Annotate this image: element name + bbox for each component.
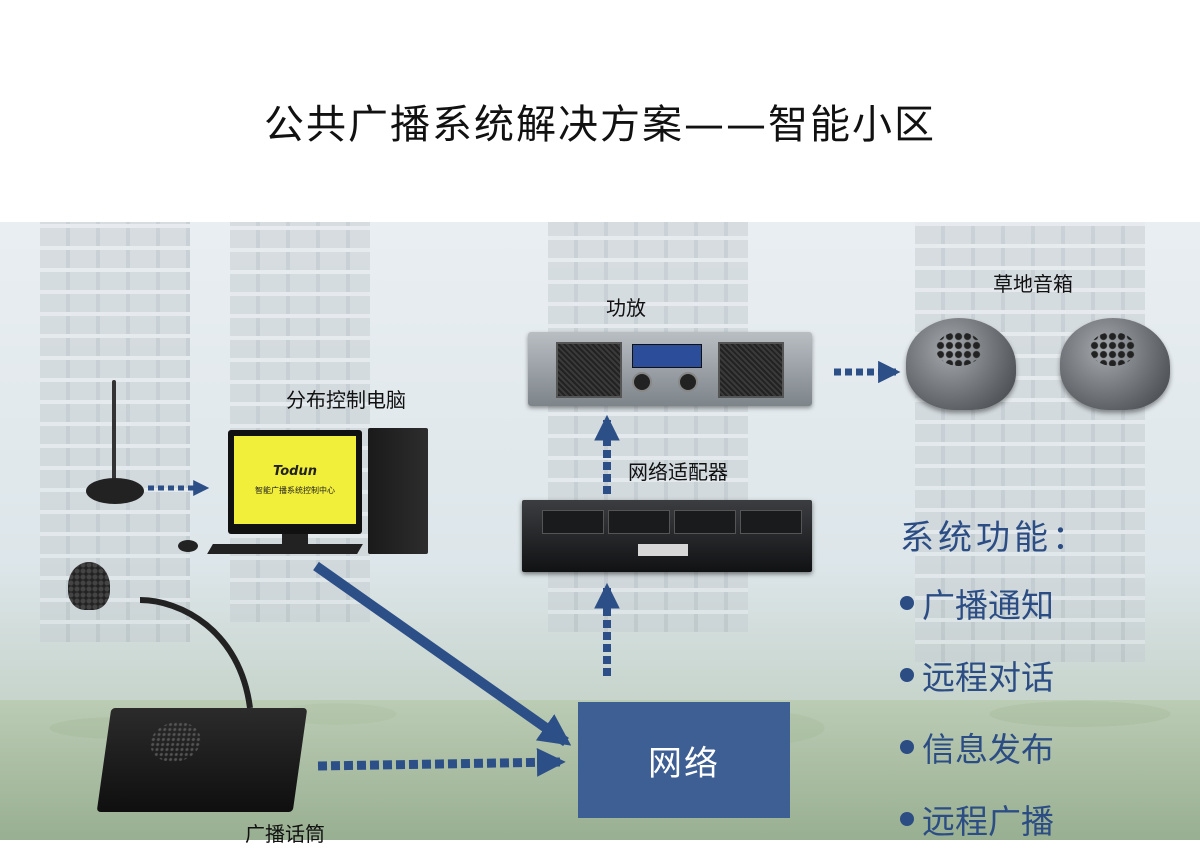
feature-item: 广播通知 (900, 567, 1090, 639)
screen-brand: Todun (273, 464, 317, 479)
amplifier-display (632, 344, 702, 368)
arrow-console-to-network (317, 747, 566, 777)
feature-item: 远程对话 (900, 639, 1090, 711)
monitor-stand (282, 534, 308, 546)
knob-icon (678, 372, 698, 392)
rack-slot (608, 510, 670, 534)
building (230, 222, 370, 622)
computer-label: 分布控制电脑 (286, 388, 406, 412)
features-panel: 系统功能： 广播通知 远程对话 信息发布 远程广播 (900, 510, 1090, 855)
speaker-label: 草地音箱 (993, 272, 1073, 296)
amplifier-grill (556, 342, 622, 398)
adapter-label: 网络适配器 (628, 460, 728, 484)
bullet-icon (900, 740, 914, 754)
desktop-mic-base (86, 478, 144, 504)
feature-item: 远程广播 (900, 783, 1090, 855)
feature-item: 信息发布 (900, 711, 1090, 783)
bullet-icon (900, 812, 914, 826)
arrow-computer-to-network (313, 561, 572, 747)
rock-speaker-icon (1060, 318, 1170, 410)
pc-tower (368, 428, 428, 554)
bullet-icon (900, 596, 914, 610)
amplifier (528, 332, 812, 406)
monitor-screen: Todun 智能广播系统控制中心 (234, 436, 356, 524)
network-box: 网络 (578, 702, 790, 818)
brand-logo (638, 544, 688, 556)
network-adapter (522, 500, 812, 572)
features-heading: 系统功能： (900, 518, 1090, 558)
rack-slot (542, 510, 604, 534)
amplifier-label: 功放 (606, 296, 646, 320)
desktop-mic-neck (112, 380, 116, 480)
rock-speaker-icon (906, 318, 1016, 410)
network-label: 网络 (648, 743, 720, 784)
mouse-icon (178, 540, 198, 552)
console-mic-head (68, 562, 110, 610)
knob-icon (632, 372, 652, 392)
console-gooseneck (140, 597, 253, 709)
bullet-icon (900, 668, 914, 682)
rack-slot (674, 510, 736, 534)
rack-slot (740, 510, 802, 534)
amplifier-grill (718, 342, 784, 398)
screen-caption: 智能广播系统控制中心 (255, 486, 335, 495)
page-title: 公共广播系统解决方案——智能小区 (264, 102, 936, 148)
monitor: Todun 智能广播系统控制中心 (228, 430, 362, 534)
